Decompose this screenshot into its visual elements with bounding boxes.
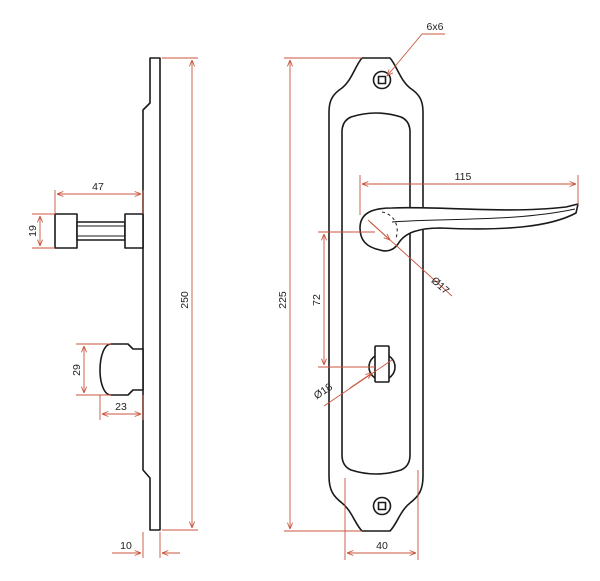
side-plate (142, 57, 161, 531)
bottom-screw-hole (372, 496, 392, 516)
side-lever-shaft (54, 213, 144, 249)
dim-label-plate-width: 40 (376, 540, 388, 552)
dim-label-lever-length: 115 (455, 171, 472, 183)
dim-label-center-distance: 72 (311, 294, 323, 306)
dim-label-square: 6x6 (427, 21, 444, 33)
dim-label-knob-projection: 23 (115, 401, 127, 413)
front-plate-outline (328, 57, 424, 532)
dim-label-lever-neck: 19 (27, 225, 39, 237)
front-thumb-turn (368, 345, 396, 383)
dim-label-side-height: 250 (179, 291, 191, 309)
side-thumb-knob (99, 343, 144, 396)
dim-label-key-diameter: Ø18 (312, 381, 335, 402)
dim-label-plate-thickness: 10 (120, 540, 132, 552)
front-dimensions: 225 72 115 Ø17 Ø18 6x6 40 (277, 21, 579, 560)
front-lever-handle (359, 203, 579, 252)
front-inner-panel (341, 112, 411, 475)
top-screw-hole (372, 70, 392, 90)
front-view (328, 57, 579, 532)
dim-label-knob-height: 29 (71, 364, 83, 376)
dim-label-lever-projection: 47 (92, 181, 104, 193)
dim-label-plate-height: 225 (277, 291, 289, 309)
side-dimensions: 250 47 19 29 23 10 (27, 57, 198, 558)
side-view (54, 57, 161, 531)
